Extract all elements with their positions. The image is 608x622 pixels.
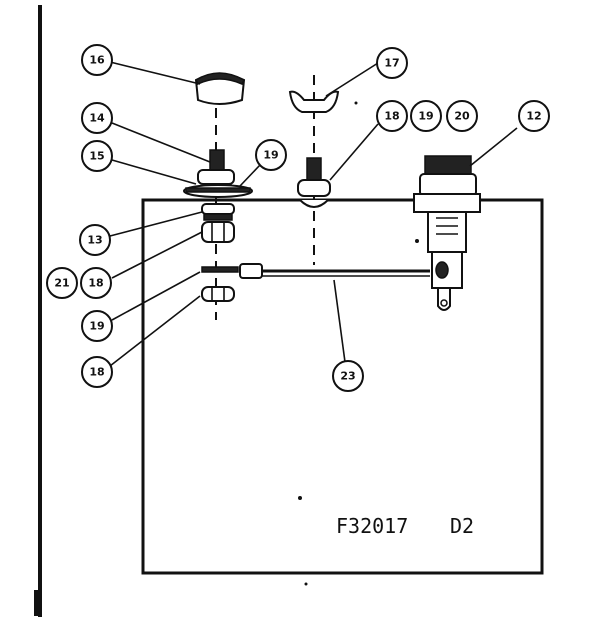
callout-18-bottom: 18 <box>81 356 113 388</box>
knob-cap <box>194 72 246 105</box>
svg-text:16: 16 <box>89 54 105 67</box>
callout-19-top: 19 <box>255 139 287 171</box>
svg-text:20: 20 <box>454 110 470 123</box>
callout-13: 13 <box>79 224 111 256</box>
svg-text:13: 13 <box>87 234 102 247</box>
svg-text:18: 18 <box>89 366 104 379</box>
callout-12: 12 <box>518 100 550 132</box>
callout-19-bottom: 19 <box>81 310 113 342</box>
callout-16: 16 <box>81 44 113 76</box>
nut-stack-left-bottom <box>201 203 235 243</box>
svg-text:14: 14 <box>89 112 105 125</box>
callout-19-mid: 19 <box>410 100 442 132</box>
callout-21: 21 <box>46 267 78 299</box>
speck <box>304 582 308 586</box>
svg-text:18: 18 <box>88 277 103 290</box>
leader-lines <box>109 61 518 367</box>
svg-text:21: 21 <box>54 277 69 290</box>
page-edge-mark <box>34 590 42 616</box>
speck <box>415 239 419 243</box>
svg-text:12: 12 <box>526 110 541 123</box>
fuse-holder <box>413 155 481 311</box>
svg-text:23: 23 <box>340 370 355 383</box>
svg-text:19: 19 <box>418 110 433 123</box>
lower-washer-nut <box>201 266 239 302</box>
speck <box>298 496 302 500</box>
svg-text:17: 17 <box>384 57 399 70</box>
svg-text:18: 18 <box>384 110 399 123</box>
svg-text:15: 15 <box>89 150 104 163</box>
callout-23: 23 <box>332 360 364 392</box>
callout-18-mid: 18 <box>80 267 112 299</box>
drawing-code: F32017 <box>336 514 408 538</box>
wing-nut <box>288 90 340 113</box>
svg-text:19: 19 <box>263 149 278 162</box>
drawing-revision: D2 <box>450 514 474 538</box>
callout-20: 20 <box>446 100 478 132</box>
callout-17: 17 <box>376 47 408 79</box>
callout-18-top: 18 <box>376 100 408 132</box>
svg-text:19: 19 <box>89 320 104 333</box>
callout-15: 15 <box>81 140 113 172</box>
callout-14: 14 <box>81 102 113 134</box>
nut-stack-left-top <box>183 169 253 198</box>
stud-middle <box>297 157 331 208</box>
wire-lead <box>239 263 430 279</box>
speck <box>354 101 358 105</box>
